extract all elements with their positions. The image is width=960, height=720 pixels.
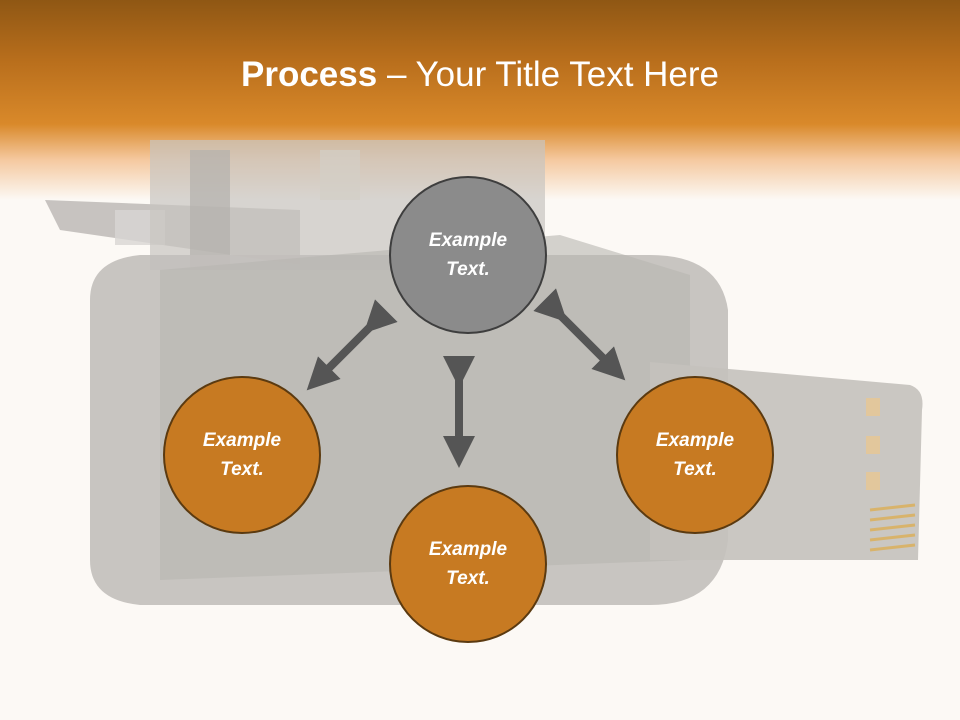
node-right: Example Text. [616, 376, 774, 534]
node-top-line2: Text. [446, 259, 490, 280]
title-rest: – Your Title Text Here [377, 55, 719, 94]
node-right-line2: Text. [673, 459, 717, 480]
node-top: Example Text. [389, 176, 547, 334]
node-bottom-line1: Example [428, 539, 508, 560]
node-left-line2: Text. [220, 459, 264, 480]
title-bold: Process [241, 55, 378, 94]
node-bottom: Example Text. [389, 485, 547, 643]
node-left-line1: Example [202, 430, 282, 451]
node-left: Example Text. [163, 376, 321, 534]
double-arrow-icon [306, 299, 398, 391]
node-right-line1: Example [655, 430, 735, 451]
slide-title: Process – Your Title Text Here [0, 52, 960, 98]
node-bottom-line2: Text. [446, 568, 490, 589]
double-arrow-icon [533, 288, 626, 381]
node-top-line1: Example [428, 230, 508, 251]
